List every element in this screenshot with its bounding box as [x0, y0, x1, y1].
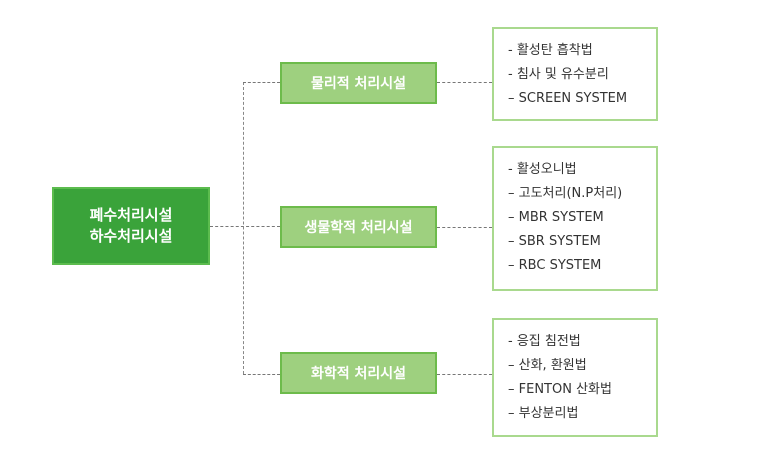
- connector-biological-list: [437, 227, 492, 228]
- list-item: - 활성오니법: [508, 162, 577, 177]
- list-item: – 고도처리(N.P처리): [508, 186, 623, 201]
- list-biological: - 활성오니법 – 고도처리(N.P처리) – MBR SYSTEM – SBR…: [492, 146, 658, 291]
- category-physical: 물리적 처리시설: [280, 62, 437, 104]
- root-label-1: 폐수처리시설: [89, 206, 173, 224]
- list-item: – FENTON 산화법: [508, 382, 612, 397]
- category-chemical: 화학적 처리시설: [280, 352, 437, 394]
- connector-chemical: [243, 374, 280, 375]
- list-physical: - 활성탄 흡착법 - 침사 및 유수분리 – SCREEN SYSTEM: [492, 27, 658, 121]
- connector-physical-list: [437, 82, 492, 83]
- list-chemical: - 응집 침전법 – 산화, 환원법 – FENTON 산화법 – 부상분리법: [492, 318, 658, 437]
- list-item: - 침사 및 유수분리: [508, 67, 609, 82]
- list-item: – MBR SYSTEM: [508, 210, 604, 225]
- list-item: – 부상분리법: [508, 406, 579, 421]
- category-label: 생물학적 처리시설: [304, 220, 413, 236]
- connector-physical: [243, 82, 280, 83]
- category-biological: 생물학적 처리시설: [280, 206, 437, 248]
- list-item: – SBR SYSTEM: [508, 234, 601, 249]
- category-label: 화학적 처리시설: [310, 366, 407, 382]
- list-item: – 산화, 환원법: [508, 358, 587, 373]
- list-item: – SCREEN SYSTEM: [508, 91, 628, 106]
- connector-root: [210, 226, 280, 227]
- connector-chemical-list: [437, 374, 492, 375]
- list-item: – RBC SYSTEM: [508, 258, 602, 273]
- list-item: - 활성탄 흡착법: [508, 43, 593, 58]
- root-node: 폐수처리시설 하수처리시설: [52, 187, 210, 265]
- connector-trunk: [243, 82, 244, 374]
- category-label: 물리적 처리시설: [310, 76, 407, 92]
- list-item: - 응집 침전법: [508, 334, 581, 349]
- root-label-2: 하수처리시설: [89, 227, 173, 245]
